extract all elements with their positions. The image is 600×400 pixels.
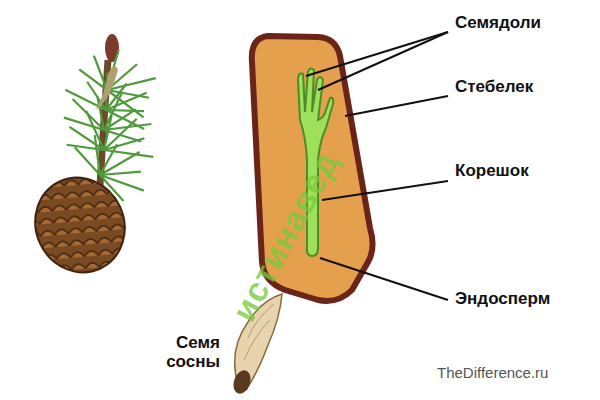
pine-needle — [95, 135, 100, 175]
pine-branch — [64, 34, 156, 201]
pine-cone — [20, 163, 140, 287]
pine-needle — [106, 110, 144, 111]
source-label: TheDifference.ru — [437, 365, 548, 382]
pine-needle — [107, 90, 144, 117]
pine-needle — [104, 130, 141, 141]
pine-needle — [100, 172, 141, 175]
part-label: Стебелек — [455, 78, 533, 97]
part-label: Семядоли — [455, 14, 541, 33]
pine-needle — [94, 56, 107, 90]
part-label: Корешок — [455, 162, 529, 181]
pine-needle — [104, 124, 151, 130]
caption-label: Семя сосны — [150, 334, 220, 371]
part-label: Эндосперм — [455, 290, 550, 309]
